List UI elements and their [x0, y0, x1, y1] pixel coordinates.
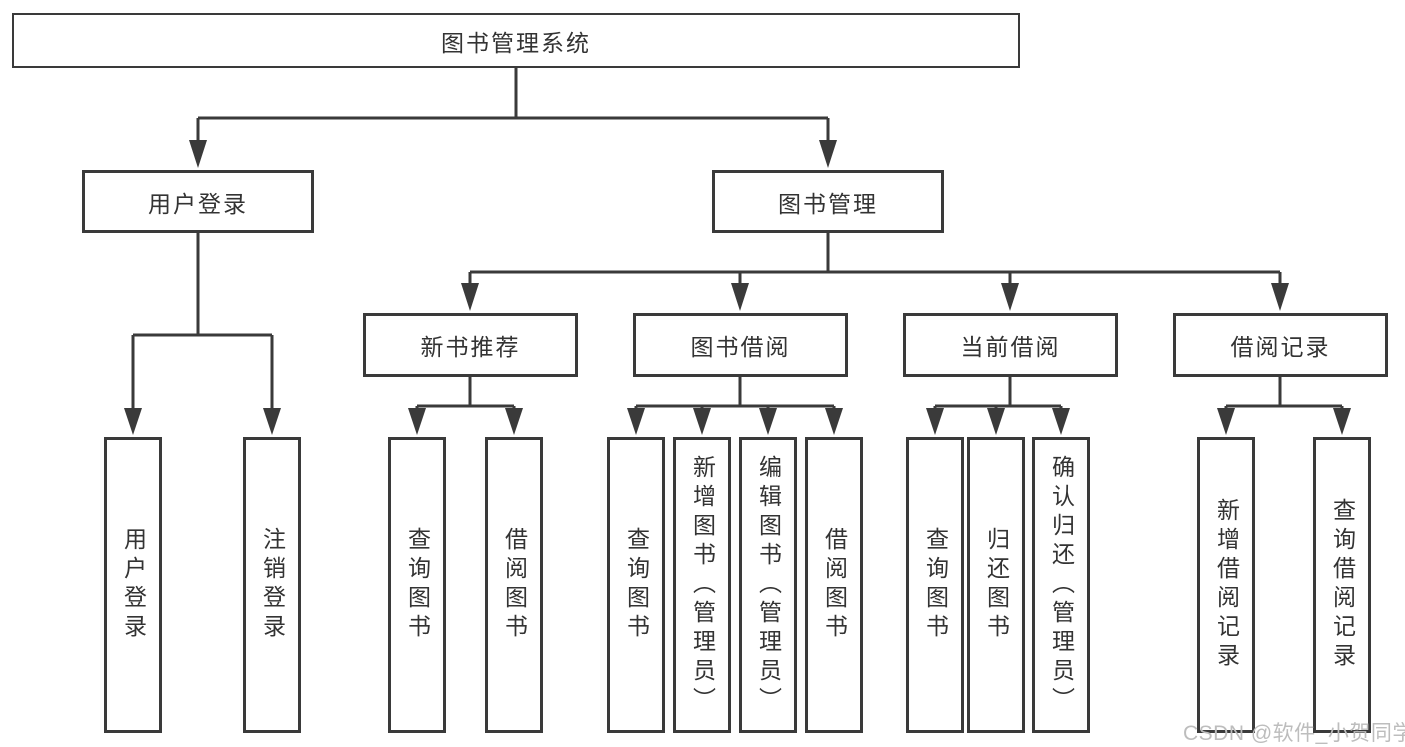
node-label: 图书管理	[778, 190, 878, 217]
arrowhead-icon	[263, 408, 281, 435]
node-label: 图书借阅	[690, 334, 791, 360]
arrowhead-icon	[693, 408, 711, 435]
node-library-management-system: 图书管理系统	[12, 13, 1020, 68]
node-label: 查询图书	[404, 527, 431, 643]
leaf-logout: 注销登录	[243, 437, 301, 733]
arrowhead-icon	[825, 408, 843, 435]
arrowhead-icon	[1052, 408, 1070, 435]
node-label: 查询图书	[922, 527, 949, 643]
leaf-query-borrow-record: 查询借阅记录	[1313, 437, 1371, 733]
leaf-add-books-admin: 新增图书（管理员）	[673, 437, 731, 733]
node-label: 新增借阅记录	[1213, 498, 1240, 672]
node-label: 当前借阅	[960, 334, 1061, 360]
leaf-borrow-books-recommend: 借阅图书	[485, 437, 543, 733]
node-label: 借阅记录	[1230, 334, 1331, 360]
node-current-borrowing: 当前借阅	[903, 313, 1118, 377]
arrowhead-icon	[627, 408, 645, 435]
leaf-return-books: 归还图书	[967, 437, 1025, 733]
node-label: 用户登录	[120, 527, 147, 643]
arrowhead-icon	[124, 408, 142, 435]
node-label: 借阅图书	[501, 527, 528, 643]
arrowhead-icon	[1217, 408, 1235, 435]
arrowhead-icon	[1001, 283, 1019, 311]
node-new-book-recommendation: 新书推荐	[363, 313, 578, 377]
arrowhead-icon	[819, 140, 837, 168]
node-borrowing-records: 借阅记录	[1173, 313, 1388, 377]
csdn-watermark: CSDN @软件_小贺同学	[1183, 722, 1405, 745]
node-label: 图书管理系统	[441, 29, 591, 56]
node-label: 查询图书	[623, 527, 650, 643]
node-label: 新增图书（管理员）	[689, 454, 716, 716]
node-label: 归还图书	[983, 527, 1010, 643]
arrowhead-icon	[505, 408, 523, 435]
leaf-query-books-current: 查询图书	[906, 437, 964, 733]
node-label: 编辑图书（管理员）	[755, 454, 782, 716]
node-book-borrowing: 图书借阅	[633, 313, 848, 377]
node-label: 新书推荐	[420, 334, 521, 360]
arrowhead-icon	[731, 283, 749, 311]
arrowhead-icon	[408, 408, 426, 435]
node-label: 借阅图书	[821, 527, 848, 643]
node-book-management: 图书管理	[712, 170, 944, 233]
arrowhead-icon	[926, 408, 944, 435]
leaf-query-books-recommend: 查询图书	[388, 437, 446, 733]
node-label: 注销登录	[259, 527, 286, 643]
arrowhead-icon	[1333, 408, 1351, 435]
arrowhead-icon	[759, 408, 777, 435]
arrowhead-icon	[461, 283, 479, 311]
node-label: 确认归还（管理员）	[1048, 454, 1075, 716]
leaf-query-books-borrowing: 查询图书	[607, 437, 665, 733]
arrowhead-icon	[1271, 283, 1289, 311]
node-label: 查询借阅记录	[1329, 498, 1356, 672]
leaf-borrow-books: 借阅图书	[805, 437, 863, 733]
leaf-edit-books-admin: 编辑图书（管理员）	[739, 437, 797, 733]
arrowhead-icon	[987, 408, 1005, 435]
leaf-add-borrow-record: 新增借阅记录	[1197, 437, 1255, 733]
leaf-user-login: 用户登录	[104, 437, 162, 733]
arrowhead-icon	[189, 140, 207, 168]
node-user-login: 用户登录	[82, 170, 314, 233]
leaf-confirm-return-admin: 确认归还（管理员）	[1032, 437, 1090, 733]
node-label: 用户登录	[148, 190, 248, 217]
